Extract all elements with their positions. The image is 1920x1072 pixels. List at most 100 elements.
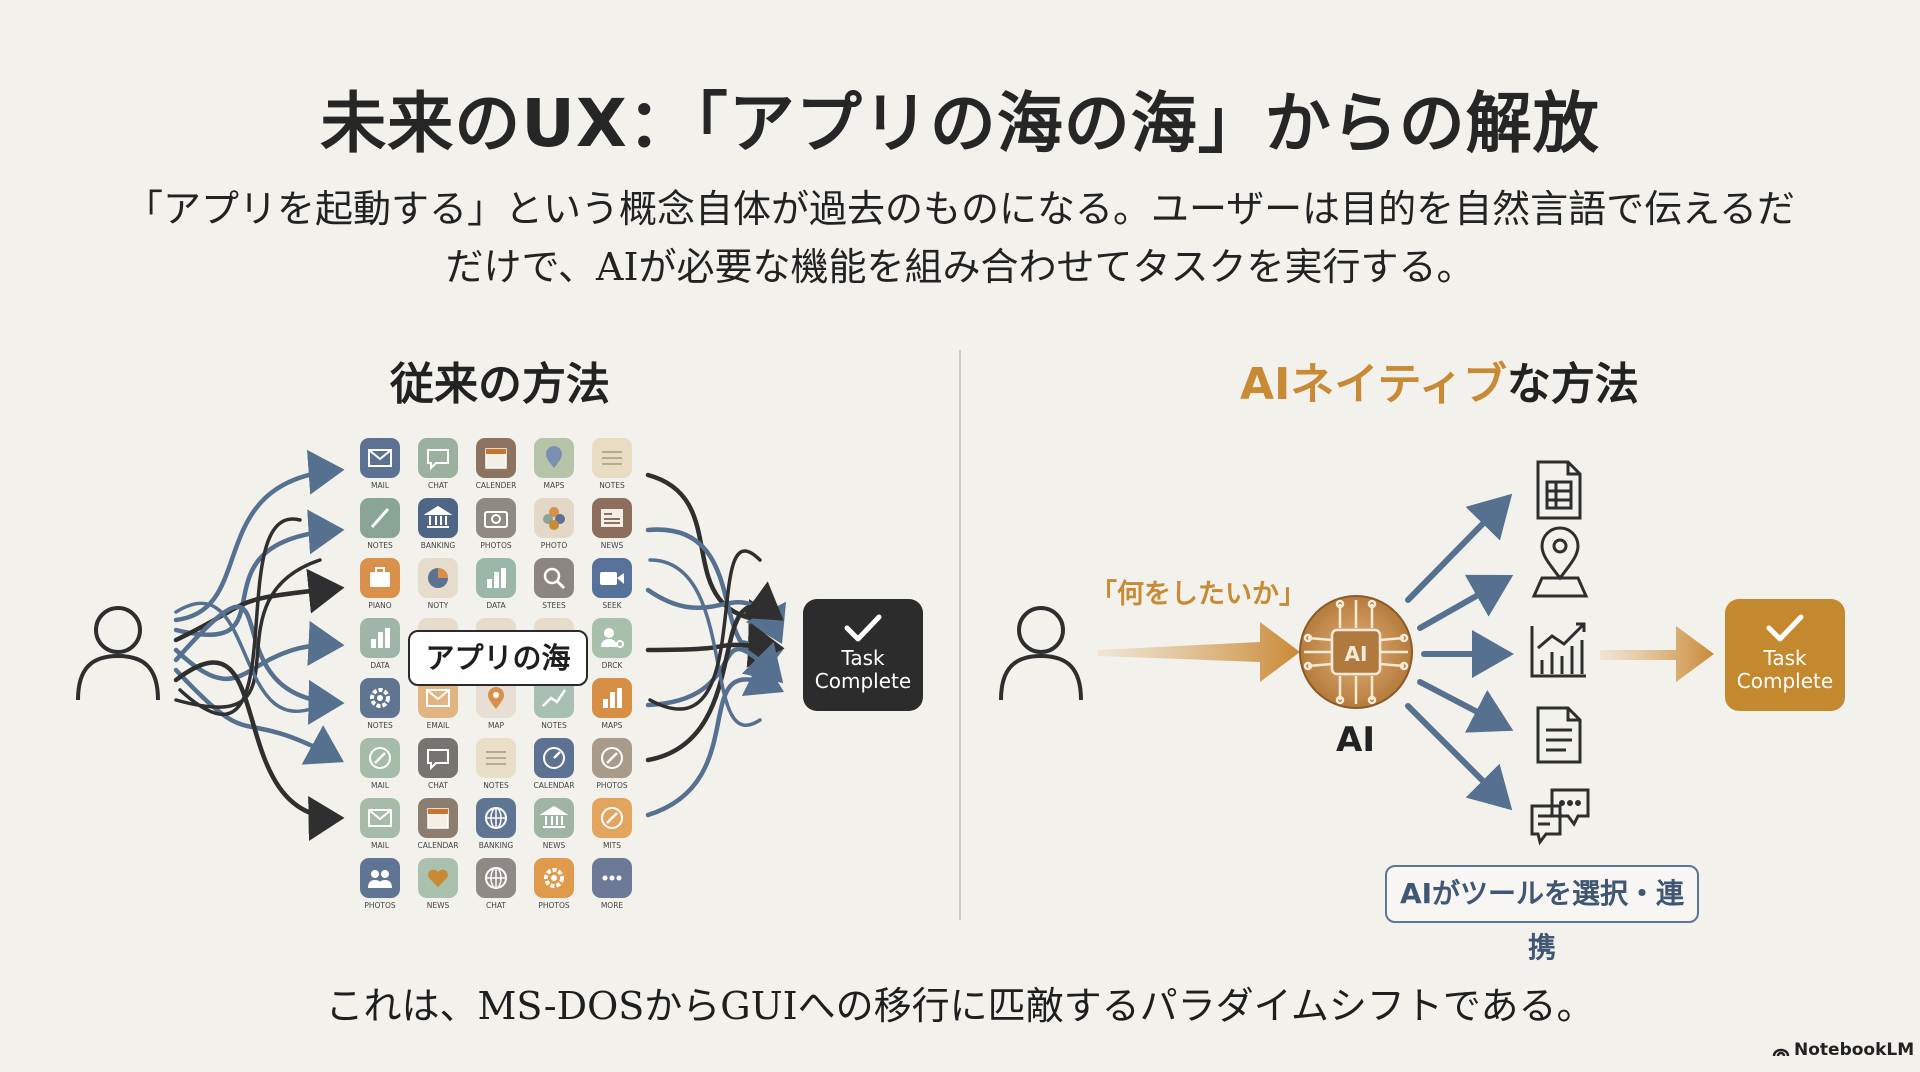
app-tile: NOTES (534, 678, 574, 730)
app-tile: PHOTO (534, 498, 574, 550)
app-tile-label: NEWS (427, 901, 450, 910)
news-icon (601, 509, 623, 527)
checkmark-icon (1766, 614, 1804, 642)
app-tile-background (534, 558, 574, 598)
bar-chart-icon (603, 688, 622, 708)
app-tile-label: CALENDER (476, 481, 517, 490)
app-tile: MAPS (534, 438, 574, 490)
more-icon (602, 875, 622, 881)
gear-icon (544, 868, 564, 888)
subtitle-line-1: 「アプリを起動する」という概念自体が過去のものになる。ユーザーは目的を自然言語で… (124, 187, 1796, 231)
chat-icon (427, 749, 449, 771)
notebooklm-logo-icon (1772, 1048, 1790, 1057)
app-tile-label: MAPS (602, 721, 623, 730)
gear-icon (370, 688, 390, 708)
app-tile-background (592, 618, 632, 658)
app-tile: PHOTOS (360, 858, 400, 910)
app-tile: DRCK (592, 618, 632, 670)
app-tile-label: DATA (486, 601, 506, 610)
ai-native-heading-accent: AIネイティブ (1240, 359, 1507, 410)
notes-icon (486, 751, 506, 765)
globe-icon (485, 867, 507, 889)
app-tile: PHOTOS (534, 858, 574, 910)
camera-icon (484, 511, 508, 528)
app-tile-label: PHOTOS (538, 901, 570, 910)
app-tile: BANKING (418, 498, 458, 550)
traditional-heading: 従来の方法 (390, 359, 610, 410)
app-tile: CALENDER (476, 438, 517, 490)
app-tile-label: NOTES (483, 781, 509, 790)
ai-chip-text: AI (1345, 642, 1368, 666)
app-tile: MITS (592, 798, 632, 850)
tool-arrows (1405, 493, 1514, 811)
app-tile-background (360, 858, 400, 898)
app-tile-label: MORE (601, 901, 624, 910)
app-tile-background (418, 738, 458, 778)
app-tile: EMAIL (418, 678, 458, 730)
video-icon (600, 572, 624, 585)
app-tile-label: CHAT (428, 781, 448, 790)
footer-statement: これは、MS-DOSからGUIへの移行に匹敵するパラダイムシフトである。 (325, 984, 1595, 1028)
app-tile: BANKING (476, 798, 516, 850)
pencil-icon (370, 508, 390, 528)
user-icon-left (76, 606, 160, 701)
notes-icon (602, 451, 622, 465)
completion-arrow (1600, 626, 1714, 682)
app-tile-label: PHOTOS (596, 781, 628, 790)
subtitle: 「アプリを起動する」という概念自体が過去のものになる。ユーザーは目的を自然言語で… (110, 180, 1810, 296)
notebooklm-brand: NotebookLM (1772, 1040, 1914, 1060)
app-tile-label: PIANO (368, 601, 391, 610)
app-tile-background (418, 438, 458, 478)
app-tile-label: NOTY (428, 601, 449, 610)
task-label-line-2: Complete (1736, 669, 1834, 693)
app-tile: NOTES (360, 678, 400, 730)
search-icon (543, 567, 566, 590)
spreadsheet-icon (1536, 460, 1582, 520)
intent-arrow (1098, 622, 1300, 682)
app-tile-label: NEWS (543, 841, 566, 850)
map-icon (546, 446, 562, 468)
app-grid: MAIL CHAT CALENDER MAPS NOTES NOTES BANKING PHO… (360, 438, 632, 910)
app-tile-label: EMAIL (427, 721, 451, 730)
app-tile: CALENDAR (534, 738, 575, 790)
app-tile: CALENDAR (418, 798, 459, 850)
mail-icon (368, 809, 392, 827)
app-tile-background (418, 498, 458, 538)
task-complete-left: Task Complete (803, 599, 923, 711)
app-tile: NOTY (418, 558, 458, 610)
calendar-icon (427, 808, 449, 829)
app-tile-label: CALENDAR (534, 781, 575, 790)
app-tile-background (476, 498, 516, 538)
app-tile-label: CALENDAR (418, 841, 459, 850)
map-pin-icon (488, 687, 504, 709)
app-tile-label: NOTES (541, 721, 567, 730)
app-tile-label: NOTES (367, 721, 393, 730)
brand-name: NotebookLM (1794, 1040, 1915, 1060)
app-tile-label: CHAT (428, 481, 448, 490)
heart-icon (428, 869, 448, 887)
app-tile-label: SEEK (602, 601, 622, 610)
task-complete-right: Task Complete (1725, 599, 1845, 711)
app-tile: CHAT (476, 858, 516, 910)
app-tile-label: BANKING (421, 541, 456, 550)
people-icon (368, 870, 392, 888)
app-tile-label: NEWS (601, 541, 624, 550)
app-tile-label: DRCK (602, 661, 624, 670)
app-tile-label: STEES (542, 601, 566, 610)
task-label-line-1: Task (841, 646, 885, 670)
briefcase-icon (370, 567, 390, 587)
clock-icon (543, 747, 565, 769)
globe-icon (485, 807, 507, 829)
app-tile: MAIL (360, 738, 400, 790)
app-tile: PHOTOS (476, 498, 516, 550)
app-tile: PIANO (360, 558, 400, 610)
app-tile-label: MAIL (371, 781, 390, 790)
page-title: 未来のUX：「アプリの海の海」からの解放 (320, 85, 1600, 162)
app-tile-background (534, 798, 574, 838)
app-tile: NEWS (592, 498, 632, 550)
chat-icon (427, 449, 449, 471)
app-tile-label: PHOTO (541, 541, 568, 550)
app-tile-background (534, 678, 574, 718)
app-tile: NEWS (418, 858, 458, 910)
